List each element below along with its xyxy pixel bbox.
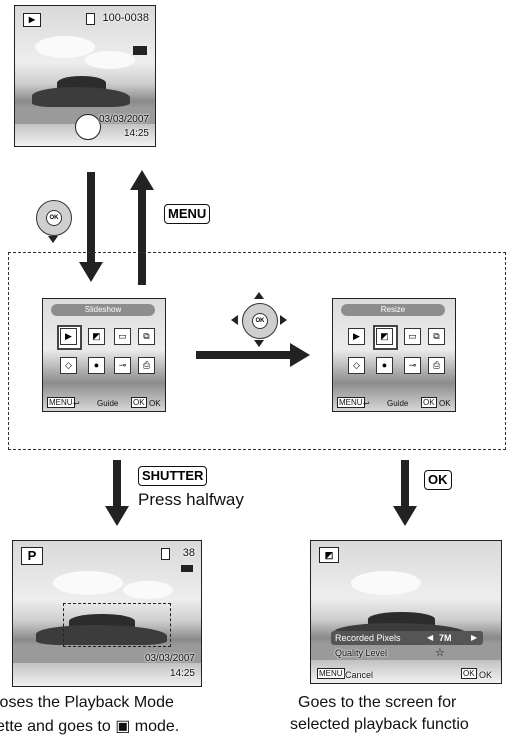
left-caption-mode: mode.: [134, 718, 180, 735]
card-icon: [161, 548, 170, 560]
ok-button-icon: OK: [252, 313, 268, 329]
capture-time: 14:25: [169, 668, 195, 679]
cropping-icon[interactable]: ▭: [404, 328, 421, 345]
menu-key: MENU: [164, 204, 211, 224]
right-caption-line1: Goes to the screen for: [298, 694, 457, 711]
slideshow-icon[interactable]: ▶: [348, 328, 365, 345]
up-press-icon: [254, 292, 264, 299]
four-way-controller-icon: OK: [36, 200, 72, 236]
ok-key: OK: [424, 470, 452, 490]
remaining-shots: 38: [182, 547, 195, 559]
left-caption-line1: loses the Playback Mode: [0, 694, 174, 711]
down-press-icon: [48, 236, 58, 243]
rotate-icon[interactable]: ◇: [60, 357, 77, 374]
down-arrow-shaft: [87, 172, 95, 264]
palette-guide-label: Guide: [387, 399, 409, 408]
chevron-right-icon[interactable]: ▶: [471, 633, 478, 642]
card-icon: [86, 13, 95, 25]
palette-menu-label: MENU: [337, 397, 365, 408]
left-caption-text: ette and goes to: [0, 718, 111, 735]
image-copy-icon[interactable]: ⧉: [138, 328, 155, 345]
palette-guide-label: Guide: [97, 399, 119, 408]
slideshow-icon[interactable]: ▶: [60, 328, 77, 345]
back-icon: ↩: [363, 399, 370, 408]
palette-ok-key: OK: [131, 397, 147, 408]
playback-mode-icon: ▶: [23, 13, 41, 27]
palette-ok-key: OK: [421, 397, 437, 408]
quality-level-label[interactable]: Quality Level: [335, 648, 388, 658]
right-press-icon: [280, 315, 287, 325]
left-down-arrow-head: [105, 506, 129, 526]
left-down-arrow-shaft: [113, 460, 121, 508]
up-arrow-shaft: [138, 189, 146, 285]
playback-palette-resize: Resize ▶ ◩ ▭ ⧉ ◇ ● ⊸ ⎙ MENU ↩ Guide OK O…: [332, 298, 456, 412]
voice-memo-icon[interactable]: ●: [88, 357, 105, 374]
playback-palette-slideshow: Slideshow ▶ ◩ ▭ ⧉ ◇ ● ⊸ ⎙ MENU ↩ Guide O…: [42, 298, 166, 412]
playback-screen: ▶ 100-0038 03/03/2007 14:25: [14, 5, 156, 147]
star-icon: ☆: [435, 647, 445, 659]
file-number: 100-0038: [102, 12, 150, 24]
palette-menu-label: MENU: [47, 397, 75, 408]
press-halfway-label: Press halfway: [138, 490, 244, 509]
right-down-arrow-head: [393, 506, 417, 526]
resize-ok-key: OK: [461, 668, 477, 679]
resize-menu-key: MENU: [317, 668, 345, 679]
image-copy-icon[interactable]: ⧉: [428, 328, 445, 345]
cancel-label: Cancel: [345, 670, 374, 680]
rotate-icon[interactable]: ◇: [348, 357, 365, 374]
four-way-controller-icon: [75, 114, 101, 140]
resize-ok-label: OK: [479, 670, 493, 680]
palette-title: Slideshow: [51, 304, 155, 316]
palette-ok-label: OK: [439, 399, 451, 408]
right-down-arrow-shaft: [401, 460, 409, 508]
left-press-icon: [231, 315, 238, 325]
down-arrow-head: [79, 262, 103, 282]
dpof-icon[interactable]: ⎙: [138, 357, 155, 374]
resize-icon[interactable]: ◩: [88, 328, 105, 345]
down-press-icon: [254, 340, 264, 347]
protect-icon[interactable]: ⊸: [404, 357, 421, 374]
resize-mode-icon: ◩: [319, 547, 339, 563]
camera-icon: ▣: [115, 718, 131, 735]
battery-icon: [133, 46, 147, 55]
battery-icon: [181, 565, 193, 572]
program-mode-icon: P: [21, 547, 43, 565]
right-arrow-shaft: [196, 351, 292, 359]
palette-frame: [8, 252, 506, 450]
palette-title: Resize: [341, 304, 445, 316]
four-way-controller-icon: OK: [242, 303, 278, 339]
resize-screen: ◩ Recorded Pixels ◀ 7M ▶ Quality Level ☆…: [310, 540, 502, 684]
left-caption-line2: ette and goes to ▣ mode.: [0, 716, 179, 736]
voice-memo-icon[interactable]: ●: [376, 357, 393, 374]
palette-ok-label: OK: [149, 399, 161, 408]
dpof-icon[interactable]: ⎙: [428, 357, 445, 374]
recorded-pixels-row[interactable]: Recorded Pixels ◀ 7M ▶: [331, 631, 483, 645]
recorded-pixels-label: Recorded Pixels: [335, 633, 401, 643]
pixels-value: 7M: [439, 633, 452, 643]
right-caption-line2: selected playback functio: [290, 716, 469, 733]
capture-screen: P 38 03/03/2007 14:25: [12, 540, 202, 687]
capture-date: 03/03/2007: [144, 653, 195, 664]
protect-icon[interactable]: ⊸: [114, 357, 131, 374]
shutter-key: SHUTTER: [138, 466, 208, 486]
up-arrow-head: [130, 170, 154, 190]
playback-time: 14:25: [123, 128, 149, 139]
playback-date: 03/03/2007: [98, 114, 149, 125]
cropping-icon[interactable]: ▭: [114, 328, 131, 345]
focus-frame: [63, 603, 171, 647]
ok-button-icon: OK: [46, 210, 62, 226]
right-arrow-head: [290, 343, 310, 367]
chevron-left-icon[interactable]: ◀: [427, 633, 434, 642]
back-icon: ↩: [73, 399, 80, 408]
resize-icon[interactable]: ◩: [376, 328, 393, 345]
